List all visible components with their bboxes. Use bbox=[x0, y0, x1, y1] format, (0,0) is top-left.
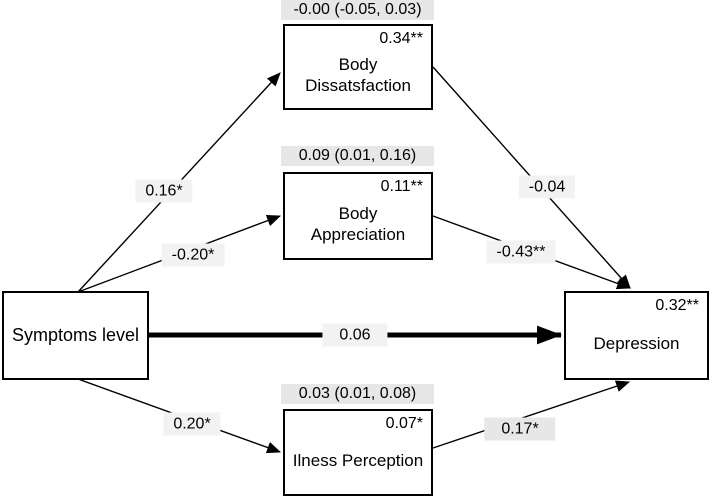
node-body-dissatisfaction: 0.34** Body Dissatsfaction bbox=[283, 24, 433, 110]
arrow-illness-perception-to-depression bbox=[432, 380, 631, 449]
path-label-symptoms-to-body-appreciation: -0.20* bbox=[161, 243, 225, 267]
path-label-body-appreciation-to-depression: -0.43** bbox=[486, 240, 556, 264]
node-illness-perception-coefficient: 0.07* bbox=[385, 415, 423, 432]
node-body-appreciation-coefficient: 0.11** bbox=[380, 178, 423, 195]
node-illness-perception: 0.07* Ilness Perception bbox=[283, 409, 433, 496]
node-depression: 0.32** Depression bbox=[564, 291, 709, 380]
node-body-appreciation-label: Body Appreciation bbox=[310, 203, 406, 244]
node-depression-coefficient: 0.32** bbox=[655, 297, 699, 314]
node-depression-label: Depression bbox=[593, 333, 680, 353]
node-body-dissatisfaction-coefficient: 0.34** bbox=[379, 30, 423, 47]
node-symptoms-level: Symptoms level bbox=[2, 291, 149, 380]
path-label-body-dissatisfaction-to-depression: -0.04 bbox=[518, 175, 576, 199]
indirect-effect-body-dissatisfaction: -0.00 (-0.05, 0.03) bbox=[281, 0, 434, 20]
path-label-illness-perception-to-depression: 0.17* bbox=[484, 417, 556, 441]
node-body-dissatisfaction-label: Body Dissatsfaction bbox=[305, 54, 411, 95]
path-label-symptoms-to-depression: 0.06 bbox=[322, 323, 388, 347]
node-body-appreciation: 0.11** Body Appreciation bbox=[283, 172, 433, 260]
node-symptoms-level-label: Symptoms level bbox=[11, 324, 140, 345]
indirect-effect-illness-perception: 0.03 (0.01, 0.08) bbox=[281, 384, 434, 404]
path-label-symptoms-to-illness-perception: 0.20* bbox=[163, 412, 221, 436]
indirect-effect-body-appreciation: 0.09 (0.01, 0.16) bbox=[281, 146, 434, 166]
node-illness-perception-label: Ilness Perception bbox=[292, 450, 424, 470]
path-label-symptoms-to-body-dissatisfaction: 0.16* bbox=[135, 179, 193, 203]
